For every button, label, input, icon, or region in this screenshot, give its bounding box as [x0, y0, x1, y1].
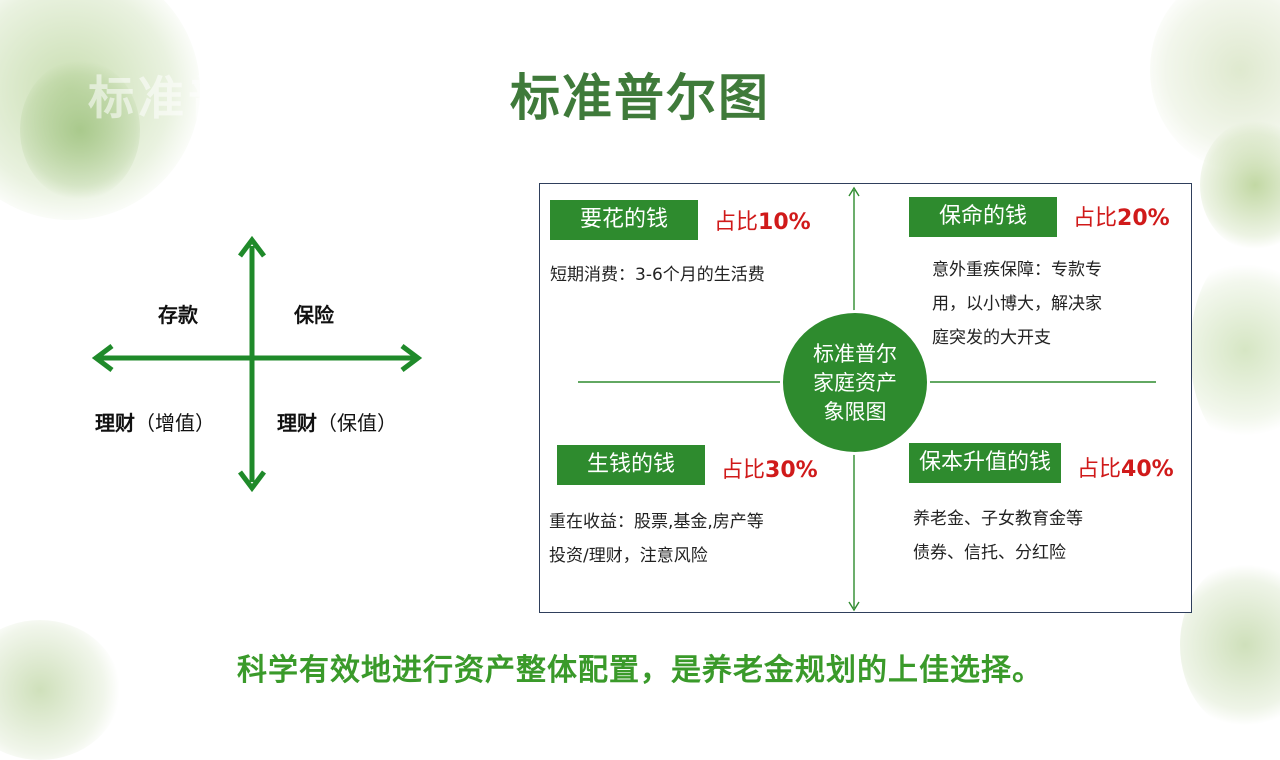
- tag-protection-money: 保命的钱: [909, 197, 1057, 237]
- center-line-3: 象限图: [823, 400, 887, 424]
- ghost-title: 标准普尔图: [88, 71, 338, 125]
- label-finance-growth: 理财（增值）: [95, 411, 215, 435]
- center-circle: 标准普尔 家庭资产 象限图: [780, 310, 930, 455]
- label-deposit: 存款: [158, 303, 198, 327]
- label-insurance: 保险: [294, 303, 334, 327]
- tag-preservation-money: 保本升值的钱: [909, 443, 1061, 483]
- center-line-2: 家庭资产: [813, 371, 897, 395]
- desc-investment-money: 重在收益：股票,基金,房产等 投资/理财，注意风险: [549, 512, 764, 566]
- pct-investment-money: 占比30%: [721, 458, 818, 483]
- pct-preservation-money: 占比40%: [1077, 457, 1174, 482]
- tag-investment-money: 生钱的钱: [557, 445, 705, 485]
- pct-protection-money: 占比20%: [1073, 206, 1170, 231]
- page-title: 标准普尔图: [510, 69, 770, 127]
- desc-spending-money: 短期消费：3-6个月的生活费: [550, 265, 765, 285]
- label-finance-preserve: 理财（保值）: [277, 411, 397, 435]
- center-line-1: 标准普尔: [813, 342, 897, 366]
- pct-spending-money: 占比10%: [714, 210, 811, 235]
- bottom-conclusion: 科学有效地进行资产整体配置，是养老金规划的上佳选择。: [237, 653, 1043, 688]
- cross-arrows-diagram: [91, 235, 423, 493]
- desc-protection-money: 意外重疾保障：专款专 用，以小博大，解决家 庭突发的大开支: [932, 260, 1102, 348]
- desc-preservation-money: 养老金、子女教育金等 债券、信托、分红险: [913, 509, 1083, 563]
- tag-spending-money: 要花的钱: [550, 200, 698, 240]
